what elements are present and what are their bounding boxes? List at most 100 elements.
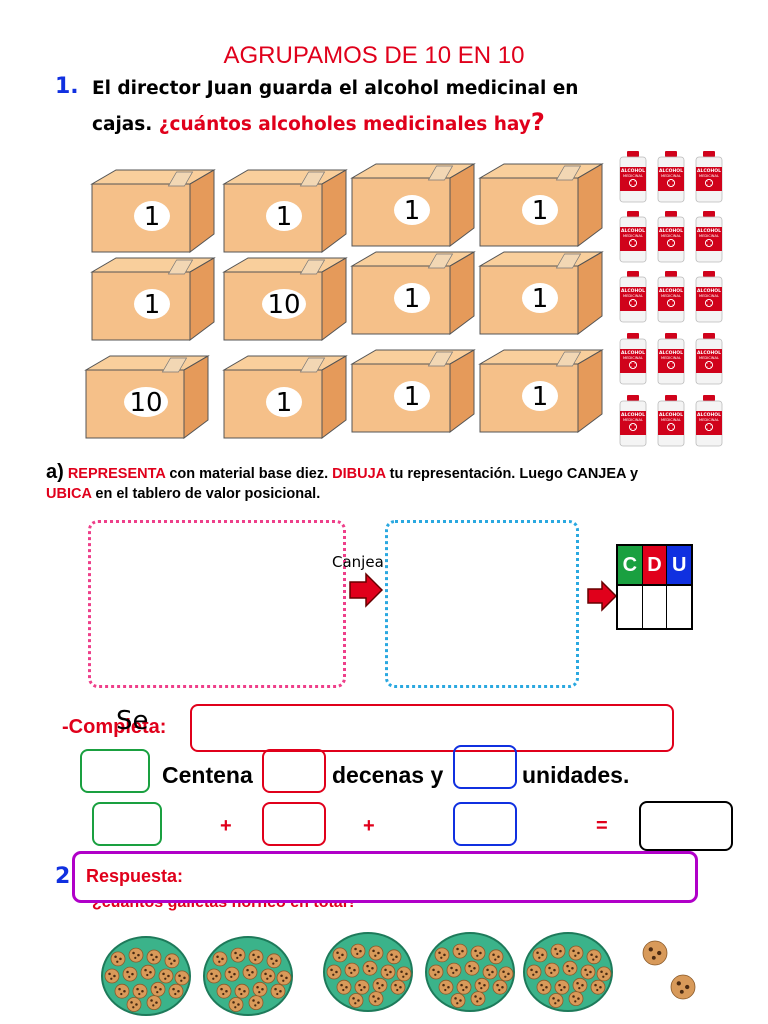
svg-text:ALCOHOL: ALCOHOL <box>659 350 683 356</box>
equals-sign: = <box>596 815 608 837</box>
box-value-0-3: 1 <box>532 196 549 226</box>
svg-text:MEDICINAL: MEDICINAL <box>699 294 719 298</box>
svg-text:ALCOHOL: ALCOHOL <box>697 228 721 234</box>
place-value-table: C D U <box>616 544 693 630</box>
svg-text:ALCOHOL: ALCOHOL <box>621 228 645 234</box>
box-1-1: 10 <box>222 257 348 341</box>
box-value-2-3: 1 <box>532 382 549 412</box>
complete-overlay-text: Se <box>116 706 149 736</box>
section-a-label: a) <box>46 461 64 483</box>
cookie-plate-icon <box>203 936 293 1016</box>
svg-text:ALCOHOL: ALCOHOL <box>659 168 683 174</box>
svg-text:MEDICINAL: MEDICINAL <box>623 294 643 298</box>
centena-input[interactable] <box>80 749 150 793</box>
header-decenas: D <box>642 546 668 584</box>
box-0-3: 1 <box>478 163 604 247</box>
cookie-icon <box>670 974 696 1000</box>
cell-unidades[interactable] <box>667 586 691 630</box>
sum-centenas-input[interactable] <box>92 802 162 846</box>
header-centenas: C <box>618 546 643 584</box>
cell-decenas[interactable] <box>643 586 668 630</box>
box-value-1-0: 1 <box>144 290 161 320</box>
sum-decenas-input[interactable] <box>262 802 326 846</box>
box-2-2: 1 <box>350 349 476 433</box>
instr-text-1: con material base diez. <box>165 466 333 482</box>
complete-input[interactable] <box>190 704 674 752</box>
svg-text:ALCOHOL: ALCOHOL <box>697 168 721 174</box>
cookie-icon <box>642 940 668 966</box>
draw-word: DIBUJA <box>332 466 386 482</box>
box-value-1-2: 1 <box>404 284 421 314</box>
svg-text:MEDICINAL: MEDICINAL <box>623 356 643 360</box>
box-0-2: 1 <box>350 163 476 247</box>
centena-label: Centena <box>162 762 253 788</box>
decenas-input[interactable] <box>262 749 326 793</box>
svg-text:MEDICINAL: MEDICINAL <box>661 356 681 360</box>
svg-text:MEDICINAL: MEDICINAL <box>623 234 643 238</box>
svg-text:MEDICINAL: MEDICINAL <box>661 174 681 178</box>
box-2-3: 1 <box>478 349 604 433</box>
cell-centenas[interactable] <box>618 586 643 630</box>
question-1-line-1: El director Juan guarda el alcohol medic… <box>92 78 579 99</box>
svg-text:MEDICINAL: MEDICINAL <box>699 418 719 422</box>
plus-sign-2: + <box>363 815 375 837</box>
answer-label: Respuesta: <box>86 866 184 886</box>
box-1-0: 1 <box>90 257 216 341</box>
cookies-illustration <box>0 920 768 1024</box>
cookie-plate-icon <box>425 932 515 1012</box>
box-2-0: 10 <box>84 355 210 439</box>
header-unidades: U <box>667 546 692 584</box>
question-1-line-2: cajas. ¿cuántos alcoholes medicinales ha… <box>92 108 545 136</box>
box-value-2-2: 1 <box>404 382 421 412</box>
question-2-number: 2 <box>55 864 71 889</box>
svg-text:ALCOHOL: ALCOHOL <box>697 350 721 356</box>
question-1-prompt: ¿cuántos alcoholes medicinales hay <box>158 114 531 135</box>
complete-label: -Completa: <box>62 716 167 738</box>
svg-text:ALCOHOL: ALCOHOL <box>621 412 645 418</box>
cookie-plate-icon <box>523 932 613 1012</box>
svg-text:MEDICINAL: MEDICINAL <box>661 418 681 422</box>
svg-text:MEDICINAL: MEDICINAL <box>623 174 643 178</box>
instr-text-3: en el tablero de valor posicional. <box>91 486 321 502</box>
sum-result-input[interactable] <box>639 801 733 851</box>
box-value-1-1: 10 <box>267 290 300 320</box>
svg-text:ALCOHOL: ALCOHOL <box>659 412 683 418</box>
svg-text:ALCOHOL: ALCOHOL <box>697 288 721 294</box>
svg-text:MEDICINAL: MEDICINAL <box>661 234 681 238</box>
cookie-plate-icon <box>101 936 191 1016</box>
sum-unidades-input[interactable] <box>453 802 517 846</box>
unidades-input[interactable] <box>453 745 517 789</box>
question-1-qmark: ? <box>530 108 545 136</box>
box-value-0-2: 1 <box>404 196 421 226</box>
locate-word: UBICA <box>46 486 92 502</box>
instr-text-2: tu representación. Luego CANJEA y <box>385 466 639 482</box>
canjea-label: Canjea <box>332 553 384 571</box>
box-value-2-0: 10 <box>129 388 162 418</box>
canjea-arrow-icon <box>349 572 384 608</box>
representation-drawing-area[interactable] <box>88 520 346 688</box>
box-1-3: 1 <box>478 251 604 335</box>
svg-text:MEDICINAL: MEDICINAL <box>699 356 719 360</box>
question-1-number: 1. <box>55 74 79 99</box>
represent-word: REPRESENTA <box>67 466 166 482</box>
cookie-plate-icon <box>323 932 413 1012</box>
svg-text:ALCOHOL: ALCOHOL <box>659 288 683 294</box>
exchange-drawing-area[interactable] <box>385 520 579 688</box>
section-a-instructions: a) REPRESENTA con material base diez. DI… <box>46 462 696 504</box>
answer-box[interactable]: Respuesta: <box>72 851 698 903</box>
box-value-0-1: 1 <box>276 202 293 232</box>
